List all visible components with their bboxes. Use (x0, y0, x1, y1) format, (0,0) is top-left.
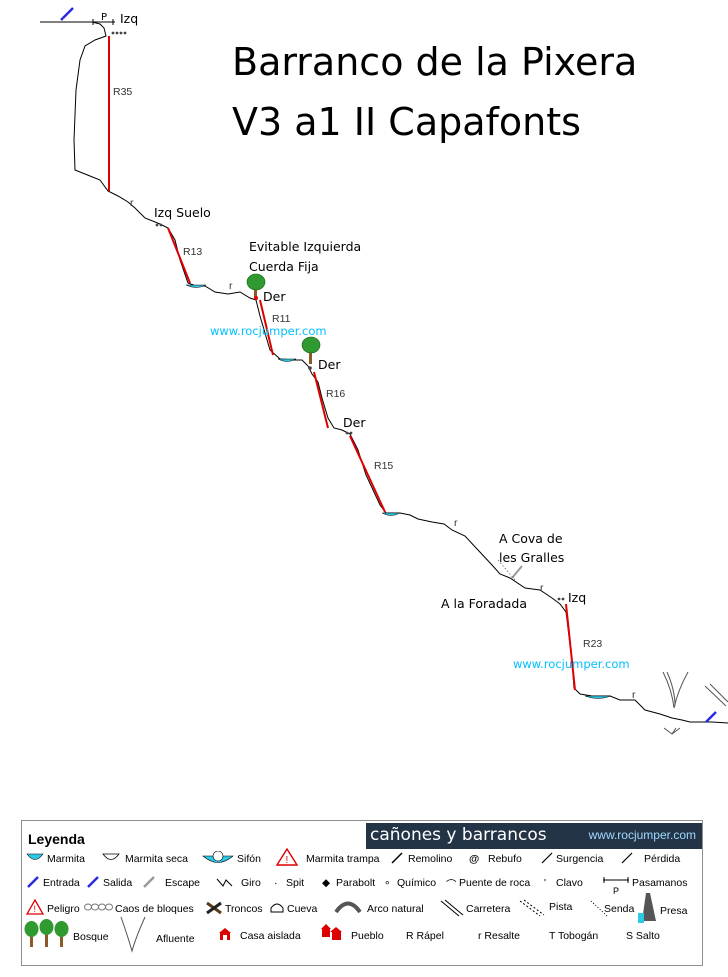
rappel-r15 (349, 435, 386, 513)
title-line-2: V3 a1 II Capafonts (232, 100, 581, 144)
marmita-pool-3 (381, 512, 401, 516)
rappel-r23 (565, 603, 576, 691)
rappel-r13 (167, 227, 191, 284)
label-izq-top: Izq (120, 11, 138, 26)
label-izq-suelo: Izq Suelo (154, 205, 211, 220)
carretera-icon (704, 683, 728, 707)
resalte-3: r (454, 517, 458, 529)
canyon-profile (40, 21, 728, 724)
rappel-r16 (313, 371, 329, 429)
svg-text:!: ! (34, 904, 37, 914)
marmita-pool-2 (277, 358, 297, 362)
label-evitable: Evitable Izquierda (249, 239, 361, 254)
resalte-2: r (229, 280, 233, 292)
marmita-pool-1 (185, 284, 207, 288)
label-r35: R35 (113, 86, 132, 98)
label-der-2: Der (318, 357, 341, 372)
pasamanos-top: P (90, 12, 115, 25)
banner-site: www.rocjumper.com (588, 828, 696, 842)
label-cova-2: les Gralles (499, 550, 564, 565)
afluente-icon (662, 671, 689, 709)
marmita-pool-4 (584, 695, 612, 699)
label-r11: R11 (272, 313, 291, 325)
legend-panel: Leyenda cañones y barrancos www.rocjumpe… (21, 820, 703, 966)
label-r16: R16 (326, 388, 345, 400)
entrada-arrow-icon (60, 7, 74, 21)
escape-arrow-icon (511, 565, 523, 579)
label-foradada: A la Foradada (441, 596, 527, 611)
label-der-1: Der (263, 289, 286, 304)
resalte-4: r (540, 582, 544, 594)
canyon-topo-diagram: P Izq R35 r Izq Suelo R13 r Evitable Izq… (40, 7, 728, 735)
label-r13: R13 (183, 246, 202, 258)
label-r15: R15 (374, 460, 393, 472)
watermark-2: www.rocjumper.com (513, 657, 630, 671)
pasamanos-p-label: P (101, 12, 107, 23)
label-izq-bottom: Izq (568, 590, 586, 605)
giro-icon (663, 727, 681, 735)
watermark-1: www.rocjumper.com (210, 324, 327, 338)
label-r23: R23 (583, 638, 602, 650)
label-cova-1: A Cova de (499, 531, 563, 546)
svg-text:!: ! (286, 855, 289, 866)
tree-icon-1 (246, 273, 266, 298)
anchor-dots-top (111, 31, 127, 35)
resalte-5: r (632, 689, 636, 701)
title-line-1: Barranco de la Pixera (232, 40, 638, 84)
legend-banner: cañones y barrancos www.rocjumper.com (366, 823, 702, 849)
tree-icon-2 (301, 336, 321, 364)
label-cuerda-fija: Cuerda Fija (249, 259, 319, 274)
legend-title: Leyenda (28, 831, 85, 847)
resalte-1: r (130, 197, 134, 209)
banner-main: cañones y barrancos (370, 825, 547, 845)
salida-arrow-icon (705, 711, 717, 723)
rappel-r11 (259, 299, 274, 356)
label-der-3: Der (343, 415, 366, 430)
